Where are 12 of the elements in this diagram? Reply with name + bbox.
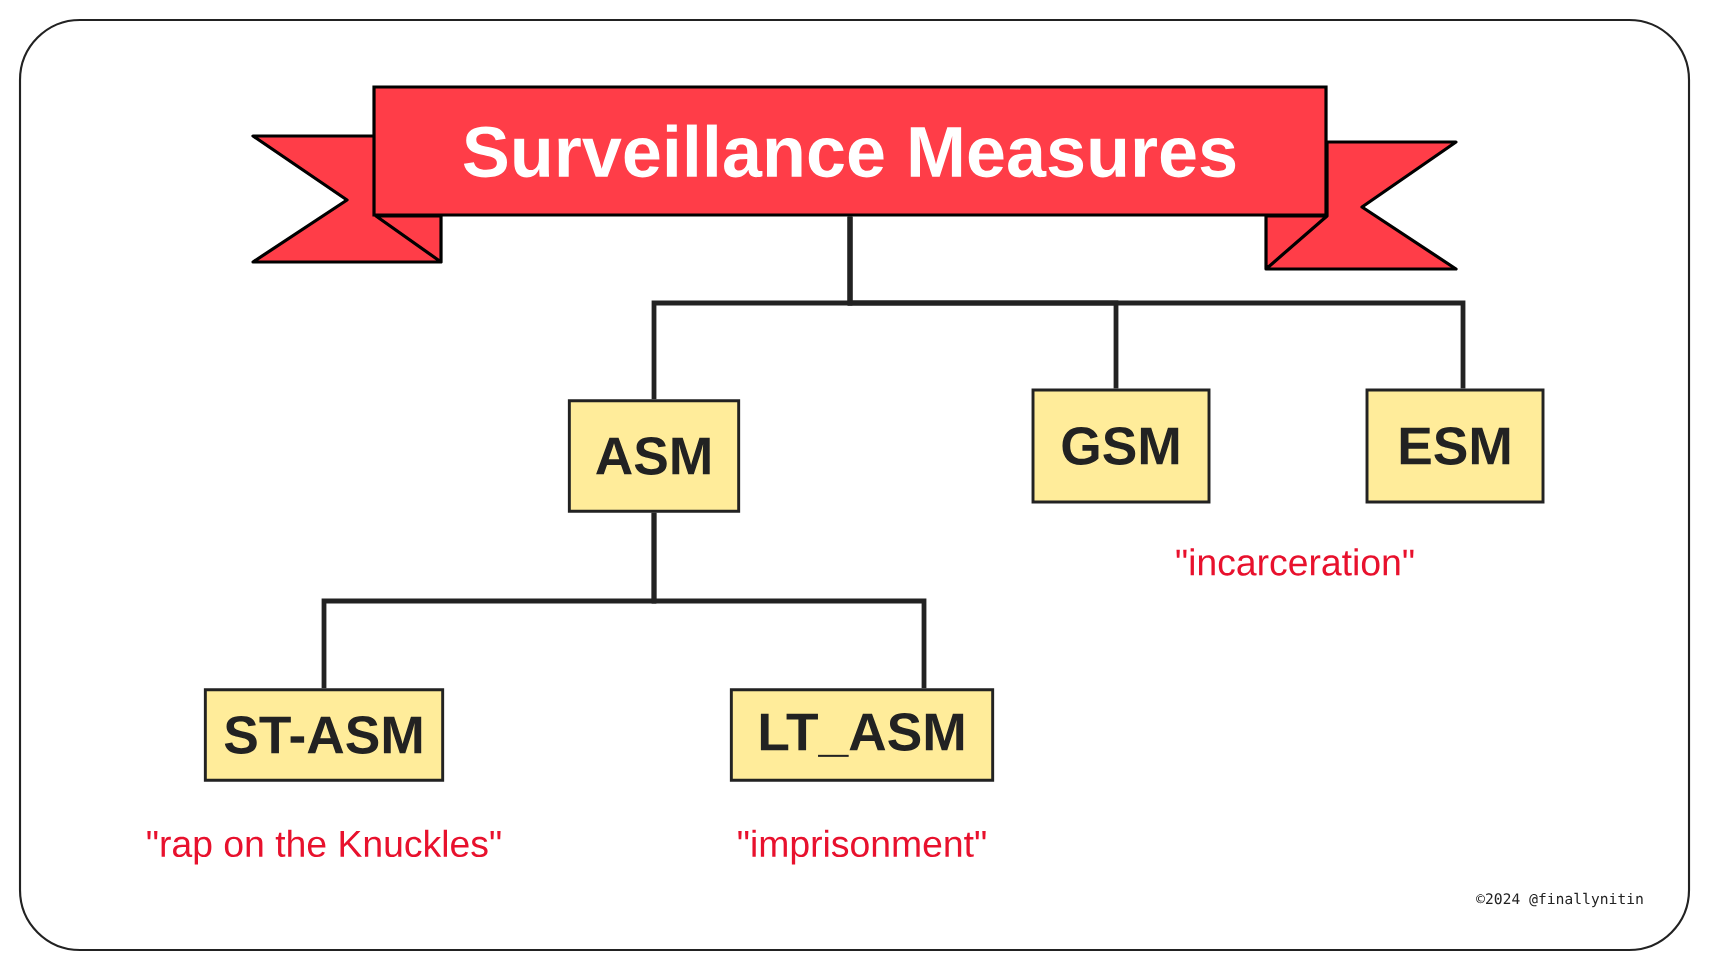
category-box: LT_ASM [729,688,995,782]
connector-line [847,216,1466,389]
annotation-text: "incarceration" [1176,548,1414,576]
title-banner: Surveillance Measures [372,85,1328,217]
category-box: ST-ASM [203,688,445,782]
category-box: GSM [1031,388,1211,504]
category-box: ESM [1365,388,1545,504]
annotation-text: "rap on the Knuckles" [147,829,501,865]
credit-text: ©2024 @finallynitin [1476,892,1643,908]
connector-line [651,512,927,689]
category-box: ASM [567,399,741,513]
annotation-text: "imprisonment" [738,829,986,865]
